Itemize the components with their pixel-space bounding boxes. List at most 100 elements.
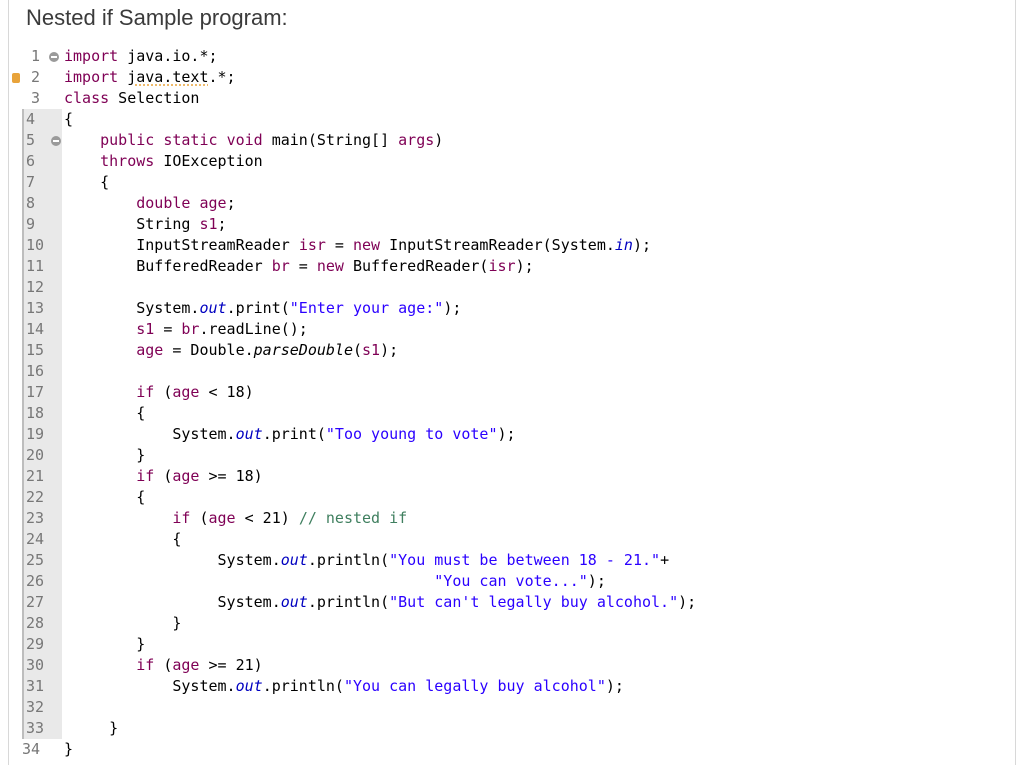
code-token	[218, 131, 227, 149]
code-line: 21 if (age >= 18)	[22, 466, 1002, 487]
fold-collapse-icon[interactable]	[51, 136, 61, 146]
code-line: 15 age = Double.parseDouble(s1);	[22, 340, 1002, 361]
code-token: (	[190, 509, 209, 527]
code-text	[62, 697, 64, 718]
code-token: System.	[64, 677, 236, 695]
line-number: 30	[22, 655, 62, 676]
code-token: );	[443, 299, 462, 317]
code-token: .println(	[262, 677, 344, 695]
code-token: out	[280, 551, 308, 569]
code-line: 19 System.out.print("Too young to vote")…	[22, 424, 1002, 445]
code-text: InputStreamReader isr = new InputStreamR…	[62, 235, 651, 256]
code-token: parseDouble	[253, 341, 353, 359]
code-token	[64, 572, 434, 590]
code-token: in	[614, 236, 633, 254]
code-token: .print(	[226, 299, 290, 317]
code-line: 5 public static void main(String[] args)	[22, 130, 1002, 151]
line-number: 11	[22, 256, 62, 277]
code-token: public	[100, 131, 155, 149]
code-token: {	[64, 173, 110, 191]
code-token: String	[64, 215, 200, 233]
line-number: 18	[22, 403, 62, 424]
code-token: age	[172, 383, 200, 401]
code-line: 7 {	[22, 172, 1002, 193]
line-number: 20	[22, 445, 62, 466]
code-line: 17 if (age < 18)	[22, 382, 1002, 403]
code-token: args	[398, 131, 435, 149]
line-number: 2	[12, 67, 62, 88]
line-number: 5	[22, 130, 62, 151]
code-text: age = Double.parseDouble(s1);	[62, 340, 398, 361]
code-token: import	[64, 47, 119, 65]
code-text: s1 = br.readLine();	[62, 319, 308, 340]
code-token: out	[280, 593, 308, 611]
code-text: System.out.print("Too young to vote");	[62, 424, 515, 445]
code-token: "You can vote..."	[434, 572, 588, 590]
code-token: );	[515, 257, 534, 275]
code-token: System.	[64, 551, 281, 569]
code-text: class Selection	[62, 88, 199, 109]
fold-collapse-icon[interactable]	[49, 52, 59, 62]
line-number: 7	[22, 172, 62, 193]
code-line: 22 {	[22, 487, 1002, 508]
code-text: {	[62, 403, 145, 424]
code-token: "You must be between 18 - 21."	[389, 551, 661, 569]
code-token: {	[64, 530, 182, 548]
code-text: System.out.println("But can't legally bu…	[62, 592, 697, 613]
code-token: BufferedReader	[64, 257, 272, 275]
code-line: 16	[22, 361, 1002, 382]
line-number: 12	[22, 277, 62, 298]
code-token: }	[64, 719, 119, 737]
code-token: }	[64, 614, 182, 632]
code-token: >= 21)	[199, 656, 263, 674]
code-line: 8 double age;	[22, 193, 1002, 214]
code-text	[62, 361, 64, 382]
code-token: void	[226, 131, 263, 149]
code-token: class	[64, 89, 110, 107]
code-token: System.	[64, 593, 281, 611]
code-text: }	[62, 634, 145, 655]
code-line: 23 if (age < 21) // nested if	[22, 508, 1002, 529]
code-token: {	[64, 110, 74, 128]
line-number: 22	[22, 487, 62, 508]
code-text: {	[62, 487, 145, 508]
code-text: }	[62, 718, 118, 739]
code-token: java.io.*;	[118, 47, 218, 65]
code-token: (	[353, 341, 363, 359]
code-token: java.text	[127, 68, 209, 86]
line-number: 23	[22, 508, 62, 529]
code-text: }	[62, 445, 145, 466]
code-text: }	[62, 739, 73, 760]
code-token: age	[208, 509, 236, 527]
code-token: if	[136, 383, 155, 401]
code-token	[154, 131, 163, 149]
code-text: if (age < 18)	[62, 382, 254, 403]
code-line: 29 }	[22, 634, 1002, 655]
code-token: new	[353, 236, 381, 254]
code-text: double age;	[62, 193, 235, 214]
line-number: 27	[22, 592, 62, 613]
code-line: 32	[22, 697, 1002, 718]
code-token: IOException	[154, 152, 263, 170]
code-text: if (age < 21) // nested if	[62, 508, 407, 529]
code-text: "You can vote...");	[62, 571, 606, 592]
code-token: new	[316, 257, 344, 275]
code-text: {	[62, 109, 73, 130]
code-text: System.out.print("Enter your age:");	[62, 298, 461, 319]
code-token: InputStreamReader(System.	[380, 236, 615, 254]
line-number: 13	[22, 298, 62, 319]
code-token: .println(	[307, 593, 390, 611]
code-token	[64, 509, 172, 527]
code-line: 6 throws IOException	[22, 151, 1002, 172]
code-token: age	[199, 194, 227, 212]
code-token	[64, 467, 136, 485]
code-token: br	[271, 257, 290, 275]
line-number: 17	[22, 382, 62, 403]
code-text: {	[62, 172, 109, 193]
warning-marker-icon[interactable]	[12, 73, 20, 83]
code-token: }	[64, 740, 74, 758]
code-line: 27 System.out.println("But can't legally…	[22, 592, 1002, 613]
code-token: < 18)	[199, 383, 254, 401]
line-number: 21	[22, 466, 62, 487]
